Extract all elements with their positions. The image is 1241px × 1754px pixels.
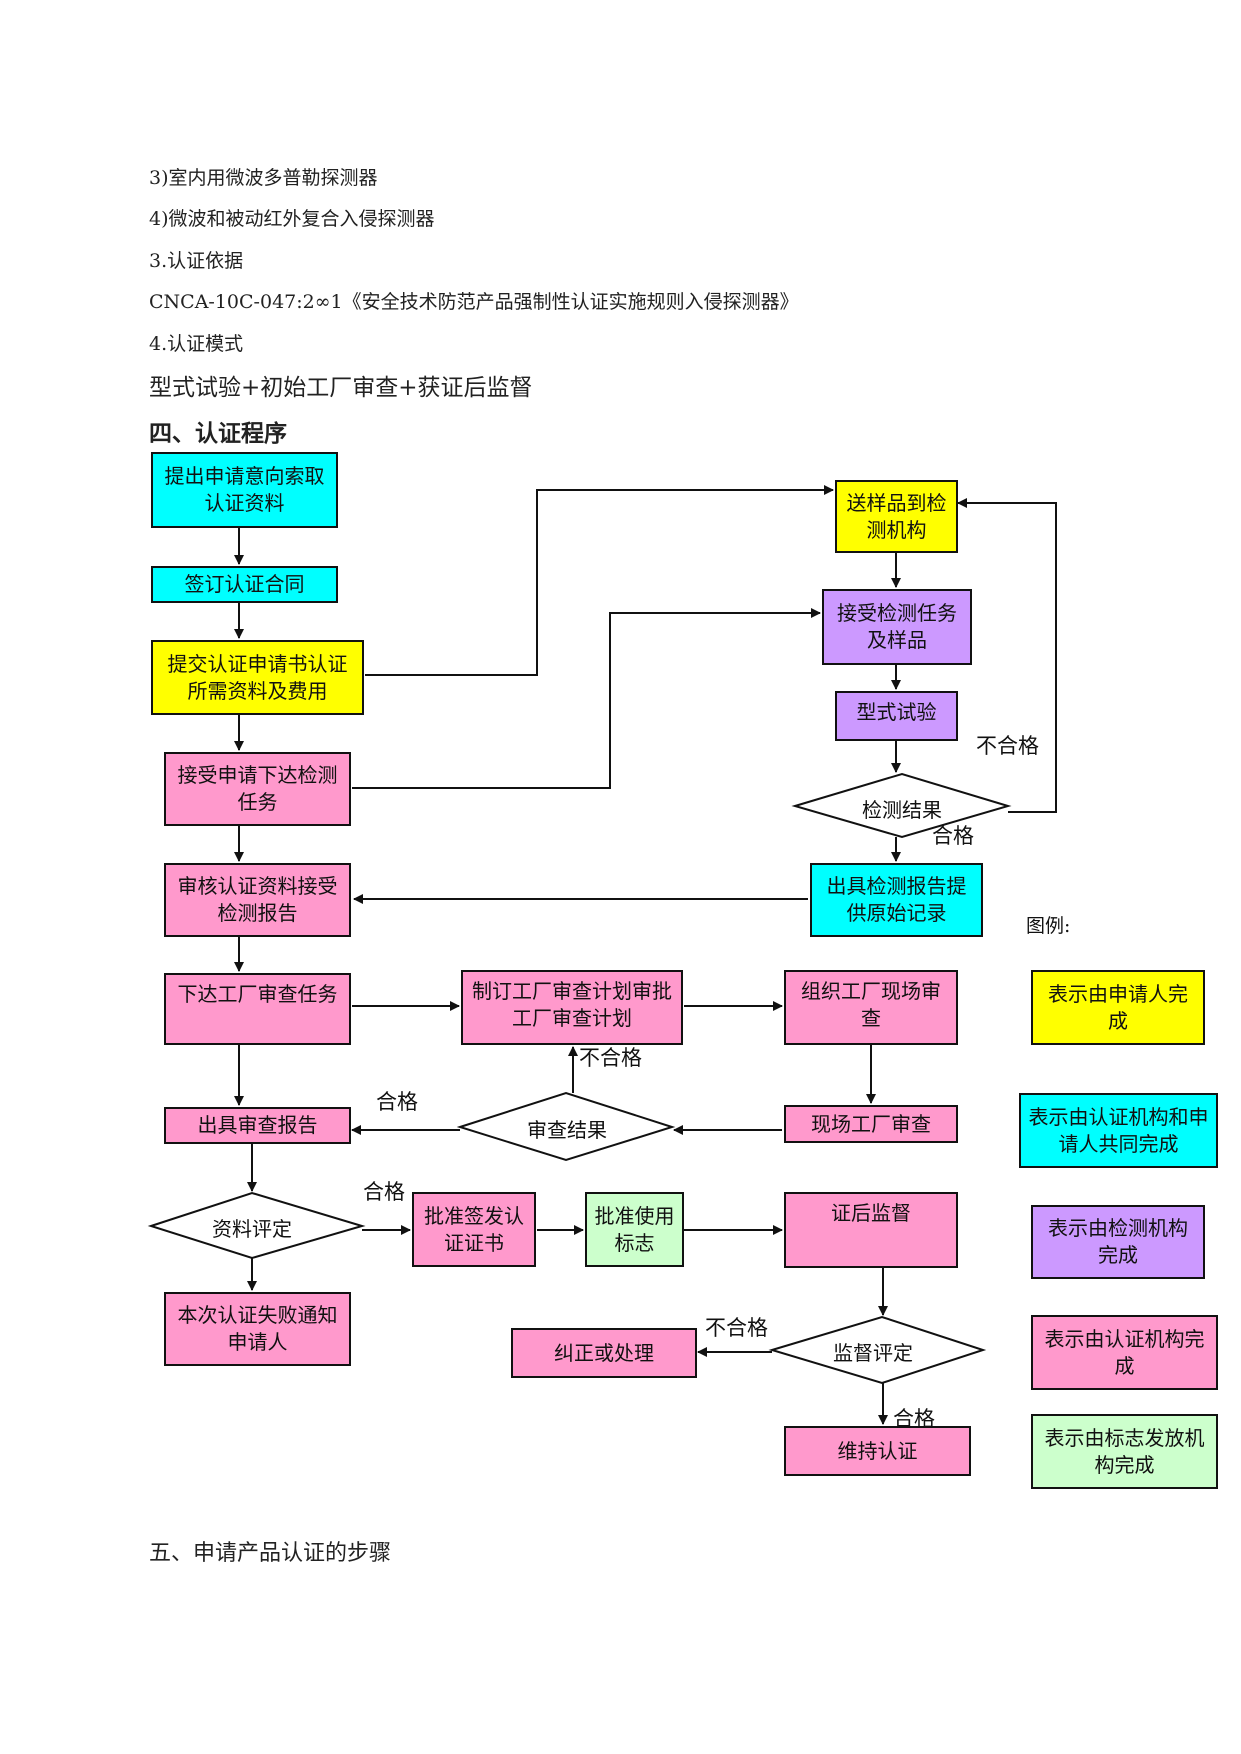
box-onsite-factory-review: 现场工厂审查 [784, 1105, 958, 1143]
label-pass-supervision: 合格 [893, 1407, 935, 1431]
legend-mark-issuing-body: 表示由标志发放机构完成 [1031, 1414, 1218, 1489]
box-send-samples: 送样品到检测机构 [835, 480, 958, 553]
decision-diamond-review [456, 1091, 676, 1162]
box-approve-mark-use: 批准使用标志 [585, 1192, 684, 1267]
box-submit-application: 提交认证申请书认证所需资料及费用 [151, 640, 364, 715]
label-fail-supervision: 不合格 [705, 1316, 768, 1340]
text-line-4: CNCA-10C-047:2∞1《安全技术防范产品强制性认证实施规则入侵探测器》 [149, 291, 799, 313]
box-type-test: 型式试验 [835, 691, 958, 741]
box-certification-failed: 本次认证失败通知申请人 [164, 1292, 351, 1366]
label-pass-test: 合格 [932, 824, 974, 848]
label-pass-assessment: 合格 [363, 1180, 405, 1204]
decision-materials-assessment: 资料评定 [212, 1217, 292, 1241]
box-issue-factory-review-task: 下达工厂审查任务 [164, 973, 351, 1045]
next-section-title: 五、申请产品认证的步骤 [149, 1541, 392, 1566]
legend-cert-body-and-applicant: 表示由认证机构和申请人共同完成 [1019, 1093, 1218, 1168]
box-accept-application: 接受申请下达检测任务 [164, 752, 351, 826]
decision-diamond-test [791, 772, 1012, 839]
decision-supervision-assessment: 监督评定 [833, 1341, 913, 1365]
legend-testing-body: 表示由检测机构完成 [1031, 1205, 1205, 1279]
label-pass-review: 合格 [376, 1090, 418, 1114]
box-issue-review-report: 出具审查报告 [164, 1107, 351, 1144]
legend-title: 图例: [1026, 915, 1071, 937]
decision-diamond-supervision [768, 1315, 987, 1385]
box-review-materials: 审核认证资料接受检测报告 [164, 863, 351, 937]
certification-mode-text: 型式试验+初始工厂审查+获证后监督 [149, 375, 533, 401]
decision-diamond-assessment [147, 1191, 366, 1260]
box-sign-contract: 签订认证合同 [151, 566, 338, 603]
label-fail-test: 不合格 [976, 734, 1039, 758]
box-issue-test-report: 出具检测报告提供原始记录 [810, 863, 983, 937]
decision-test-result: 检测结果 [862, 798, 942, 822]
text-line-1: 3)室内用微波多普勒探测器 [149, 167, 378, 189]
legend-applicant: 表示由申请人完成 [1031, 970, 1205, 1045]
label-fail-review: 不合格 [579, 1046, 642, 1070]
box-accept-test-task: 接受检测任务及样品 [822, 589, 972, 665]
box-organize-onsite-review: 组织工厂现场审查 [784, 970, 958, 1045]
box-approve-certificate: 批准签发认证证书 [412, 1192, 536, 1267]
text-line-5: 4.认证模式 [149, 333, 244, 355]
legend-cert-body: 表示由认证机构完成 [1031, 1315, 1218, 1390]
box-correct-or-handle: 纠正或处理 [511, 1328, 697, 1378]
section-title: 四、认证程序 [149, 420, 287, 447]
decision-review-result: 审查结果 [527, 1118, 607, 1142]
text-line-2: 4)微波和被动红外复合入侵探测器 [149, 208, 435, 230]
box-factory-review-plan: 制订工厂审查计划审批工厂审查计划 [461, 970, 683, 1045]
box-post-certification-supervision: 证后监督 [784, 1192, 958, 1268]
box-maintain-certification: 维持认证 [784, 1426, 971, 1476]
text-line-3: 3.认证依据 [149, 250, 244, 272]
box-request-materials: 提出申请意向索取认证资料 [151, 452, 338, 528]
